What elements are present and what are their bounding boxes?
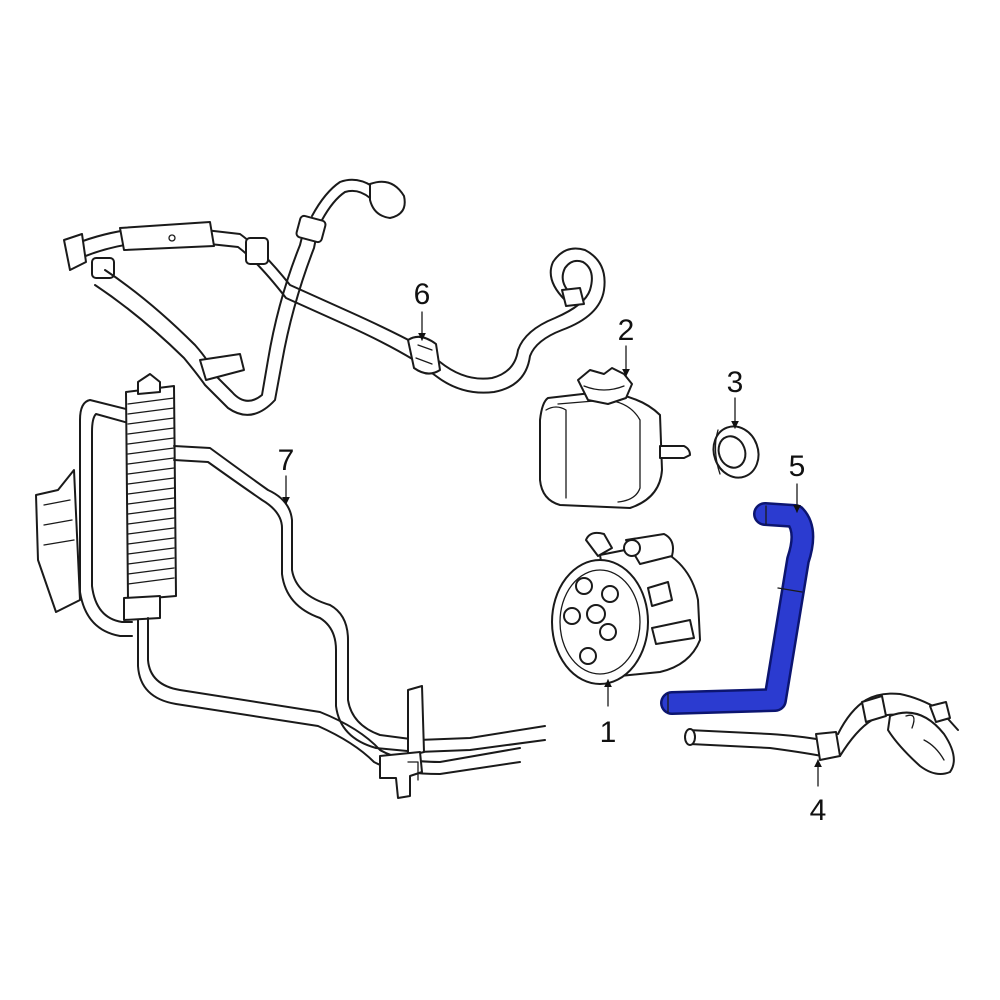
callout-3: 3 (727, 366, 744, 429)
callout-4-number: 4 (810, 794, 827, 827)
callout-1-number: 1 (600, 716, 617, 749)
pressure-hose-assembly (63, 178, 606, 416)
callout-3-number: 3 (727, 366, 744, 399)
callout-1: 1 (600, 679, 617, 749)
reservoir (539, 367, 691, 509)
callout-7-number: 7 (278, 444, 295, 477)
callout-6: 6 (414, 278, 431, 341)
oil-cooler-assembly (35, 373, 546, 799)
power-steering-pump (551, 531, 701, 685)
seal-ring (712, 425, 760, 479)
callout-2: 2 (618, 314, 635, 377)
callout-7: 7 (278, 444, 295, 505)
callout-4: 4 (810, 759, 827, 827)
callout-6-number: 6 (414, 278, 431, 311)
lower-hose (684, 692, 959, 775)
callout-5: 5 (789, 450, 806, 513)
callout-2-number: 2 (618, 314, 635, 347)
return-hose-highlighted (660, 502, 815, 715)
callout-5-number: 5 (789, 450, 806, 483)
